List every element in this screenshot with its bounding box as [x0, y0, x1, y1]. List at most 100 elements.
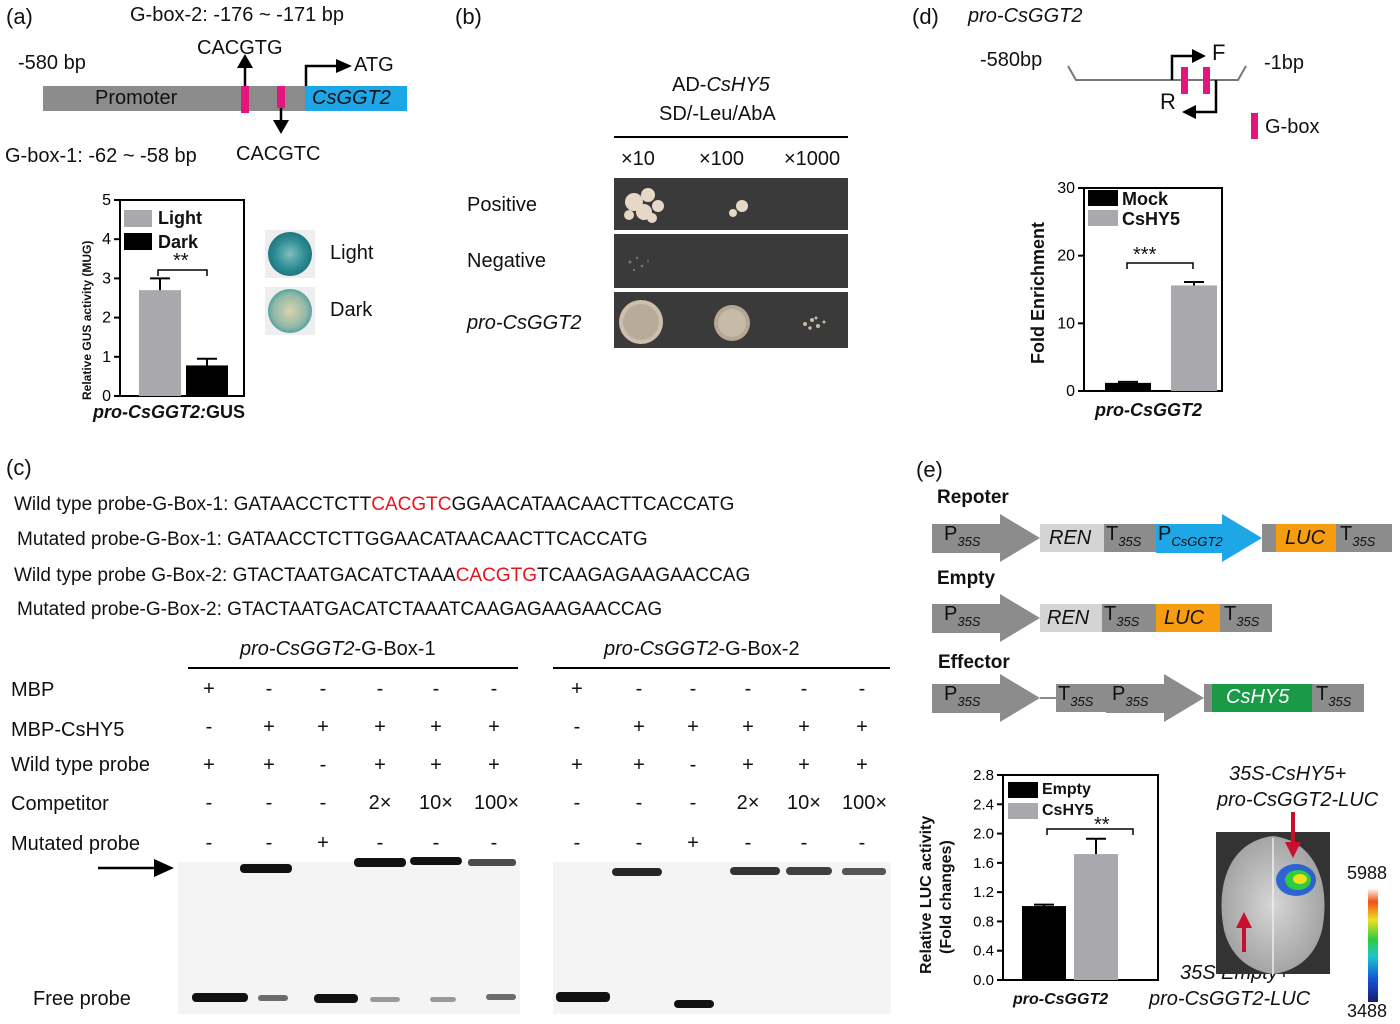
probe-seq-2: Mutated probe-G-Box-1: GATAACCTCTTGGAACA… — [17, 529, 648, 550]
probe-seq-4: Mutated probe-G-Box-2: GTACTAATGACATCTAA… — [17, 599, 663, 620]
emsa-cell: - — [265, 678, 273, 700]
emsa-gel-1 — [178, 862, 520, 1014]
y-tick-label: 0.8 — [973, 913, 994, 930]
emsa-cell: 2× — [736, 792, 760, 814]
promoter-label: Promoter — [95, 87, 178, 109]
emsa-cell: - — [858, 832, 866, 854]
emsa-cell: - — [689, 792, 697, 814]
emsa-cell: + — [263, 716, 275, 738]
emsa-cell: + — [317, 716, 329, 738]
emsa-cell: + — [571, 678, 583, 700]
y1h-medium: SD/-Leu/AbA — [659, 103, 776, 125]
emsa-cell: + — [856, 754, 868, 776]
empty-label: Empty — [937, 568, 996, 589]
image-light-label: Light — [330, 242, 374, 264]
legend-mock: Mock — [1122, 189, 1169, 209]
bar-empty — [1022, 906, 1066, 980]
emsa-cell: - — [490, 832, 498, 854]
emsa-cell: + — [798, 716, 810, 738]
emsa-row-wild-type-probe: Wild type probe — [11, 754, 150, 776]
empty-t35s-2: T35S — [1224, 603, 1260, 629]
y-tick-label: 2.0 — [973, 826, 994, 843]
emsa-cell: - — [573, 716, 581, 738]
emsa-row-mutated-probe: Mutated probe — [11, 833, 140, 855]
scale-max: 5988 — [1347, 863, 1388, 883]
emsa-cell: + — [742, 716, 754, 738]
emsa-cell: 2× — [368, 792, 392, 814]
y-tick-label: 20 — [1057, 248, 1075, 265]
effector-p35s-1: P35S — [944, 683, 981, 709]
emsa-cell: - — [376, 832, 384, 854]
y-tick-label: 30 — [1057, 180, 1075, 197]
emsa-cell: - — [376, 678, 384, 700]
emsa-cell: - — [635, 832, 643, 854]
legend-swatch — [1088, 190, 1118, 206]
emsa-cell: - — [635, 678, 643, 700]
scale-min: 3488 — [1347, 1001, 1388, 1021]
effector-cshy5: CsHY5 — [1226, 686, 1290, 708]
y-tick-label: 2 — [102, 310, 111, 327]
bar-light — [139, 290, 181, 396]
emsa-cell: - — [573, 832, 581, 854]
emsa-cell: + — [317, 832, 329, 854]
legend-empty: Empty — [1042, 781, 1091, 798]
legend-cshy5-e: CsHY5 — [1042, 802, 1094, 819]
bar-mock — [1105, 382, 1151, 391]
reporter-t35s-1: T35S — [1106, 523, 1142, 549]
emsa-cell: - — [744, 832, 752, 854]
emsa-cell: + — [488, 754, 500, 776]
emsa-cell: + — [633, 754, 645, 776]
leaf-top-label-2: pro-CsGGT2-LUC — [1217, 789, 1379, 811]
empty-luc: LUC — [1164, 607, 1205, 629]
emsa-cell: - — [432, 678, 440, 700]
cacgtg-label: CACGTG — [197, 37, 283, 59]
reporter-luc: LUC — [1285, 527, 1326, 549]
emsa-cell: 100× — [842, 792, 888, 814]
panel-e-label: (e) — [916, 457, 943, 482]
chip-chart-xlabel: pro-CsGGT2 — [1095, 400, 1203, 420]
emsa-cell: - — [205, 716, 213, 738]
effector-t35s-1: T35S — [1058, 683, 1094, 709]
probe-seq-3: Wild type probe G-Box-2: GTACTAATGACATCT… — [14, 565, 751, 586]
primer-r: R — [1160, 89, 1176, 114]
legend-light: Light — [158, 208, 202, 228]
emsa-cell: + — [263, 754, 275, 776]
emsa-cell: - — [319, 678, 327, 700]
emsa-cell: - — [490, 678, 498, 700]
effector-p35s-2: P35S — [1112, 683, 1149, 709]
emsa-cell: - — [573, 792, 581, 814]
plot-frame — [119, 199, 245, 397]
gbox-legend-label: G-box — [1265, 116, 1320, 138]
emsa-cell: - — [432, 832, 440, 854]
promoter-start-label: -580 bp — [18, 52, 86, 74]
atg-label: ATG — [354, 54, 394, 76]
probe-seq-1: Wild type probe-G-Box-1: GATAACCTCTTCACG… — [14, 494, 735, 515]
effector-t35s-2: T35S — [1316, 683, 1352, 709]
y-tick-label: 0.4 — [973, 943, 994, 960]
emsa-cell: - — [265, 832, 273, 854]
emsa-cell: - — [265, 792, 273, 814]
panel-b-label: (b) — [455, 4, 482, 29]
dilution-10: ×10 — [621, 148, 655, 170]
bar-cshy5 — [1074, 854, 1118, 980]
image-dark-label: Dark — [330, 299, 373, 321]
emsa-cell: - — [205, 792, 213, 814]
y-tick-label: 0.0 — [973, 972, 994, 989]
emsa-cell: + — [856, 716, 868, 738]
luc-significance: ** — [1094, 814, 1110, 836]
y-tick-label: 1.2 — [973, 884, 994, 901]
emsa-cell: 10× — [419, 792, 453, 814]
emsa-cell: - — [689, 678, 697, 700]
emsa-group-2: pro-CsGGT2-G-Box-2 — [604, 638, 800, 660]
free-probe-label: Free probe — [33, 988, 131, 1010]
empty-p35s: P35S — [944, 603, 981, 629]
emsa-cell: - — [858, 678, 866, 700]
legend-dark: Dark — [158, 232, 199, 252]
y-tick-label: 0 — [102, 388, 111, 405]
legend-swatch — [1088, 210, 1118, 226]
emsa-cell: - — [744, 678, 752, 700]
row-negative: Negative — [467, 250, 546, 272]
